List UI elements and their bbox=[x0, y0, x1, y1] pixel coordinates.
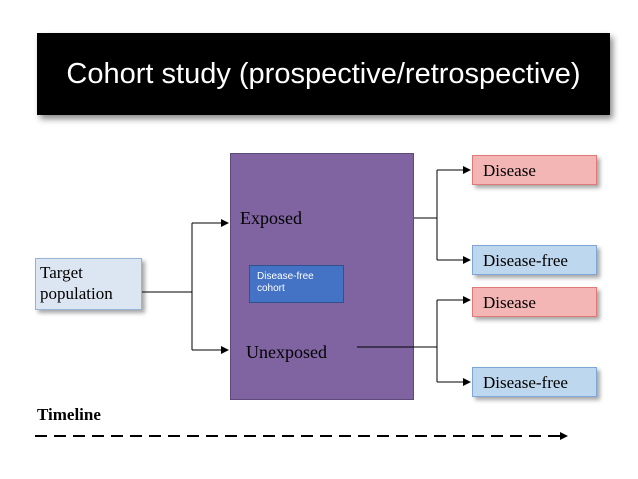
disease-free-cohort-box: Disease-free cohort bbox=[249, 265, 344, 303]
target-label-line2: population bbox=[40, 284, 113, 303]
target-population-box: Target population bbox=[35, 258, 142, 310]
target-label-line1: Target bbox=[40, 263, 83, 282]
timeline-label: Timeline bbox=[37, 405, 101, 424]
unexposed-label: Unexposed bbox=[246, 342, 327, 362]
exposed-disease-box: Disease bbox=[472, 155, 597, 185]
cohort-label-line1: Disease-free bbox=[257, 271, 314, 282]
exposed-split-connector bbox=[414, 166, 471, 264]
unexposed-split-connector bbox=[357, 296, 471, 386]
exposed-disease-free-box: Disease-free bbox=[472, 245, 597, 275]
target-split-connector bbox=[142, 219, 229, 354]
unexposed-disease-box: Disease bbox=[472, 287, 597, 317]
unexposed-disease-free-box: Disease-free bbox=[472, 367, 597, 397]
page-title: Cohort study (prospective/retrospective) bbox=[66, 57, 581, 90]
title-banner: Cohort study (prospective/retrospective) bbox=[37, 33, 610, 115]
exposed-label: Exposed bbox=[240, 208, 302, 228]
cohort-label-line2: cohort bbox=[257, 283, 285, 294]
